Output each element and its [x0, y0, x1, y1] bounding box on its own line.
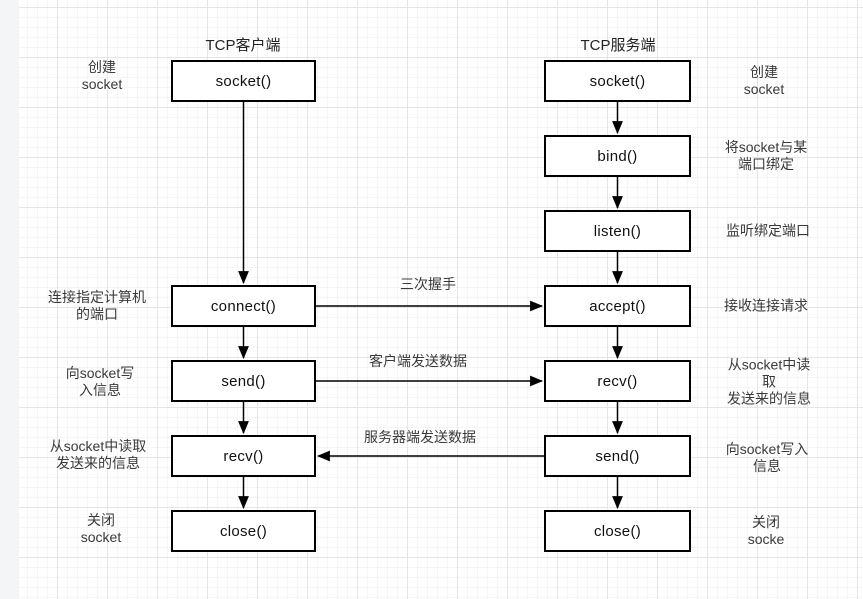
server-column-title: TCP服务端 [580, 37, 656, 54]
server-note-recv: 从socket中读取 发送来的信息 [727, 356, 811, 407]
server-note-bind: 将socket与某 端口绑定 [724, 139, 808, 172]
server-listen-box[interactable]: listen() [544, 210, 691, 252]
client-send-box[interactable]: send() [171, 360, 316, 402]
client-column-title: TCP客户端 [205, 37, 281, 54]
client-note-connect: 连接指定计算机 的端口 [48, 289, 146, 322]
client-close-box[interactable]: close() [171, 510, 316, 552]
canvas-left-gutter [0, 0, 19, 599]
server-note-listen: 监听绑定端口 [726, 222, 810, 239]
server-send-box[interactable]: send() [544, 435, 691, 477]
server-close-box[interactable]: close() [544, 510, 691, 552]
server-socket-box[interactable]: socket() [544, 60, 691, 102]
handshake-arrow-label: 三次握手 [400, 276, 456, 292]
server-bind-box[interactable]: bind() [544, 135, 691, 177]
client-note-create-socket: 创建 socket [81, 59, 123, 92]
server-recv-box[interactable]: recv() [544, 360, 691, 402]
server-note-create-socket: 创建 socket [743, 64, 785, 97]
server-send-arrow-label: 服务器端发送数据 [364, 429, 476, 445]
client-note-close: 关闭 socket [80, 512, 122, 545]
server-note-close: 关闭 socke [747, 514, 785, 547]
server-note-send: 向socket写入 信息 [725, 441, 809, 474]
server-accept-box[interactable]: accept() [544, 285, 691, 327]
client-send-arrow-label: 客户端发送数据 [369, 353, 467, 369]
client-note-recv: 从socket中读取 发送来的信息 [49, 438, 147, 471]
client-socket-box[interactable]: socket() [171, 60, 316, 102]
client-recv-box[interactable]: recv() [171, 435, 316, 477]
server-note-accept: 接收连接请求 [724, 297, 808, 314]
client-connect-box[interactable]: connect() [171, 285, 316, 327]
client-note-send: 向socket写 入信息 [65, 365, 135, 398]
